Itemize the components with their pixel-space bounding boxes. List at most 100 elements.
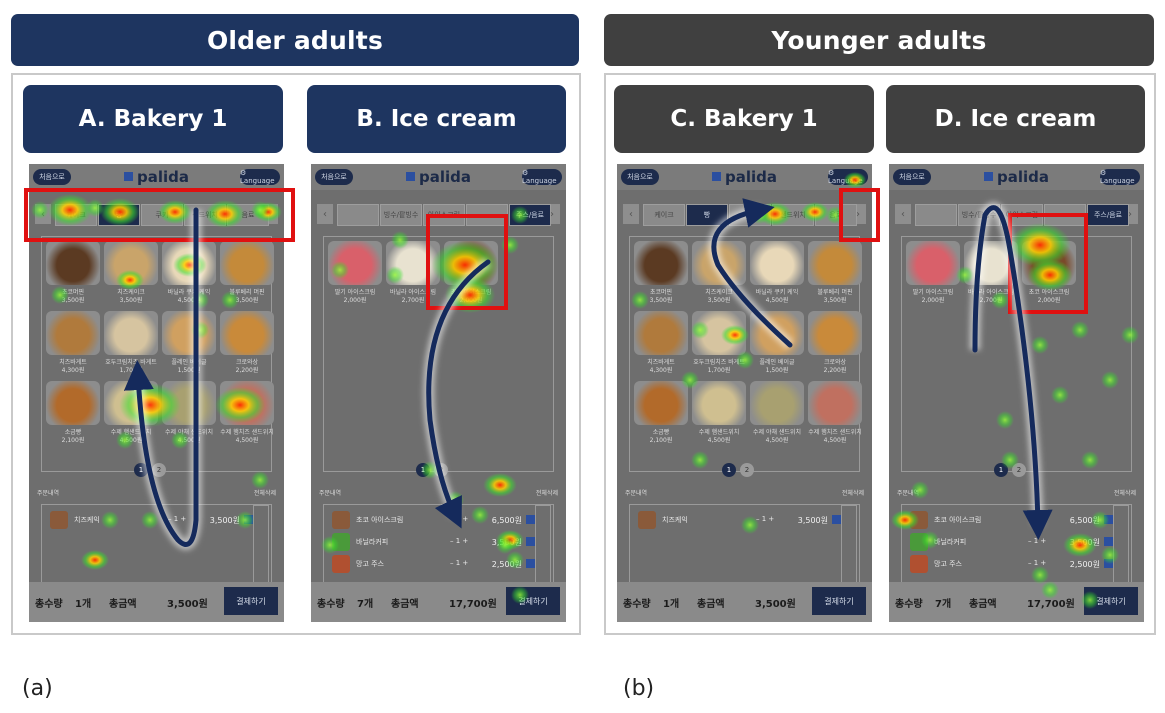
heat-spot [496, 536, 514, 554]
remove-item-icon [526, 515, 535, 524]
heat-spot [251, 201, 269, 219]
language-button: ⚙ Language [1100, 169, 1140, 185]
order-history-label: 주문내역 [37, 490, 60, 497]
heat-spot [631, 291, 649, 309]
menu-item-image [634, 241, 688, 285]
order-item-thumbnail [332, 511, 350, 529]
heat-spot [736, 351, 754, 369]
category-tab: 케이크 [643, 204, 685, 226]
order-item-name: 초코 아이스크림 [356, 516, 404, 524]
menu-item-price: 2,000원 [921, 297, 945, 304]
menu-item-name: 치즈바게트 [647, 359, 675, 366]
home-button: 처음으로 [621, 169, 659, 185]
order-row: 망고 주스– 1 +2,500원 [332, 555, 545, 575]
order-history-label: 주문내역 [319, 490, 342, 497]
heat-spot [471, 506, 489, 524]
heat-spot [119, 383, 181, 427]
heat-spot [386, 266, 404, 284]
tab-prev-arrow-icon: ‹ [317, 204, 333, 224]
total-amount-value: 17,700원 [1027, 599, 1075, 610]
total-amount-label: 총금액 [109, 599, 137, 610]
order-item-qty: – 1 + [450, 537, 469, 545]
menu-item-price: 1,700원 [707, 367, 731, 374]
order-item-qty: – 1 + [756, 515, 775, 523]
menu-item-name: 치즈바게트 [59, 359, 87, 366]
heat-spot [691, 451, 709, 469]
heat-spot [236, 511, 254, 529]
heat-spot [171, 431, 189, 449]
logo-mark-icon [983, 172, 993, 181]
menu-item-image [634, 381, 688, 425]
menu-item-image [220, 241, 274, 285]
menu-item-image [46, 381, 100, 425]
heat-spot [1027, 259, 1073, 291]
heat-spot [47, 194, 93, 226]
menu-item-name: 바닐라 아이스크림 [389, 289, 437, 296]
page-button: 2 [740, 463, 754, 477]
tab-prev-arrow-icon: ‹ [895, 204, 911, 224]
logo-text: palida [996, 168, 1049, 186]
heat-spot [891, 510, 919, 530]
order-item-name: 치즈케익 [74, 516, 100, 524]
menu-item-name: 초코 아이스크림 [1028, 289, 1070, 296]
menu-item-name: 블루베리 머핀 [229, 289, 265, 296]
heat-spot [506, 551, 524, 569]
total-qty-label: 총수량 [623, 599, 651, 610]
menu-item-name: 플레인 베이글 [759, 359, 795, 366]
heat-spot [511, 206, 529, 224]
heat-spot [1041, 581, 1059, 599]
category-tab [337, 204, 379, 226]
menu-item-price: 2,100원 [61, 437, 85, 444]
heat-spot [1091, 511, 1109, 529]
heat-spot [681, 371, 699, 389]
menu-item-image [634, 311, 688, 355]
menu-item-image [906, 241, 960, 285]
kiosk-logo: palida [889, 168, 1144, 186]
heat-spot [431, 241, 499, 289]
remove-item-icon [832, 515, 841, 524]
total-amount-label: 총금액 [391, 599, 419, 610]
heat-spot [1031, 566, 1049, 584]
logo-text: palida [724, 168, 777, 186]
panel-title-b: B. Ice cream [307, 85, 566, 153]
heat-spot [51, 286, 69, 304]
menu-item-price: 3,500원 [119, 297, 143, 304]
group-title: Younger adults [771, 25, 987, 55]
home-button: 처음으로 [33, 169, 71, 185]
page-button: 1 [722, 463, 736, 477]
menu-item-price: 2,200원 [823, 367, 847, 374]
order-item-price: 3,500원 [209, 516, 240, 525]
order-item-name: 바닐라커피 [356, 538, 389, 546]
menu-item-name: 플레인 베이글 [171, 359, 207, 366]
panel-title-a: A. Bakery 1 [23, 85, 283, 153]
order-item-name: 초코 아이스크림 [934, 516, 982, 524]
order-item-qty: – 1 + [168, 515, 187, 523]
heat-spot [251, 471, 269, 489]
order-item-price: 2,500원 [1069, 560, 1100, 569]
logo-text: palida [136, 168, 189, 186]
heat-spot [1081, 591, 1099, 609]
menu-item-name: 수제 야채 샌드위치 [165, 429, 213, 436]
menu-item-name: 바닐라 아이스크림 [967, 289, 1015, 296]
heat-spot [996, 411, 1014, 429]
language-button: ⚙ Language [240, 169, 280, 185]
menu-item-price: 4,500원 [765, 437, 789, 444]
heat-spot [81, 550, 109, 570]
menu-item-name: 딸기 아이스크림 [912, 289, 954, 296]
menu-item-price: 4,500원 [177, 297, 201, 304]
pay-button: 결제하기 [224, 587, 278, 615]
heat-spot [483, 473, 517, 497]
scanpath-layer [123, 198, 1053, 550]
delete-all-button: 전체삭제 [535, 490, 558, 497]
order-item-price: 3,500원 [797, 516, 828, 525]
menu-item-name: 소금빵 [64, 429, 82, 436]
